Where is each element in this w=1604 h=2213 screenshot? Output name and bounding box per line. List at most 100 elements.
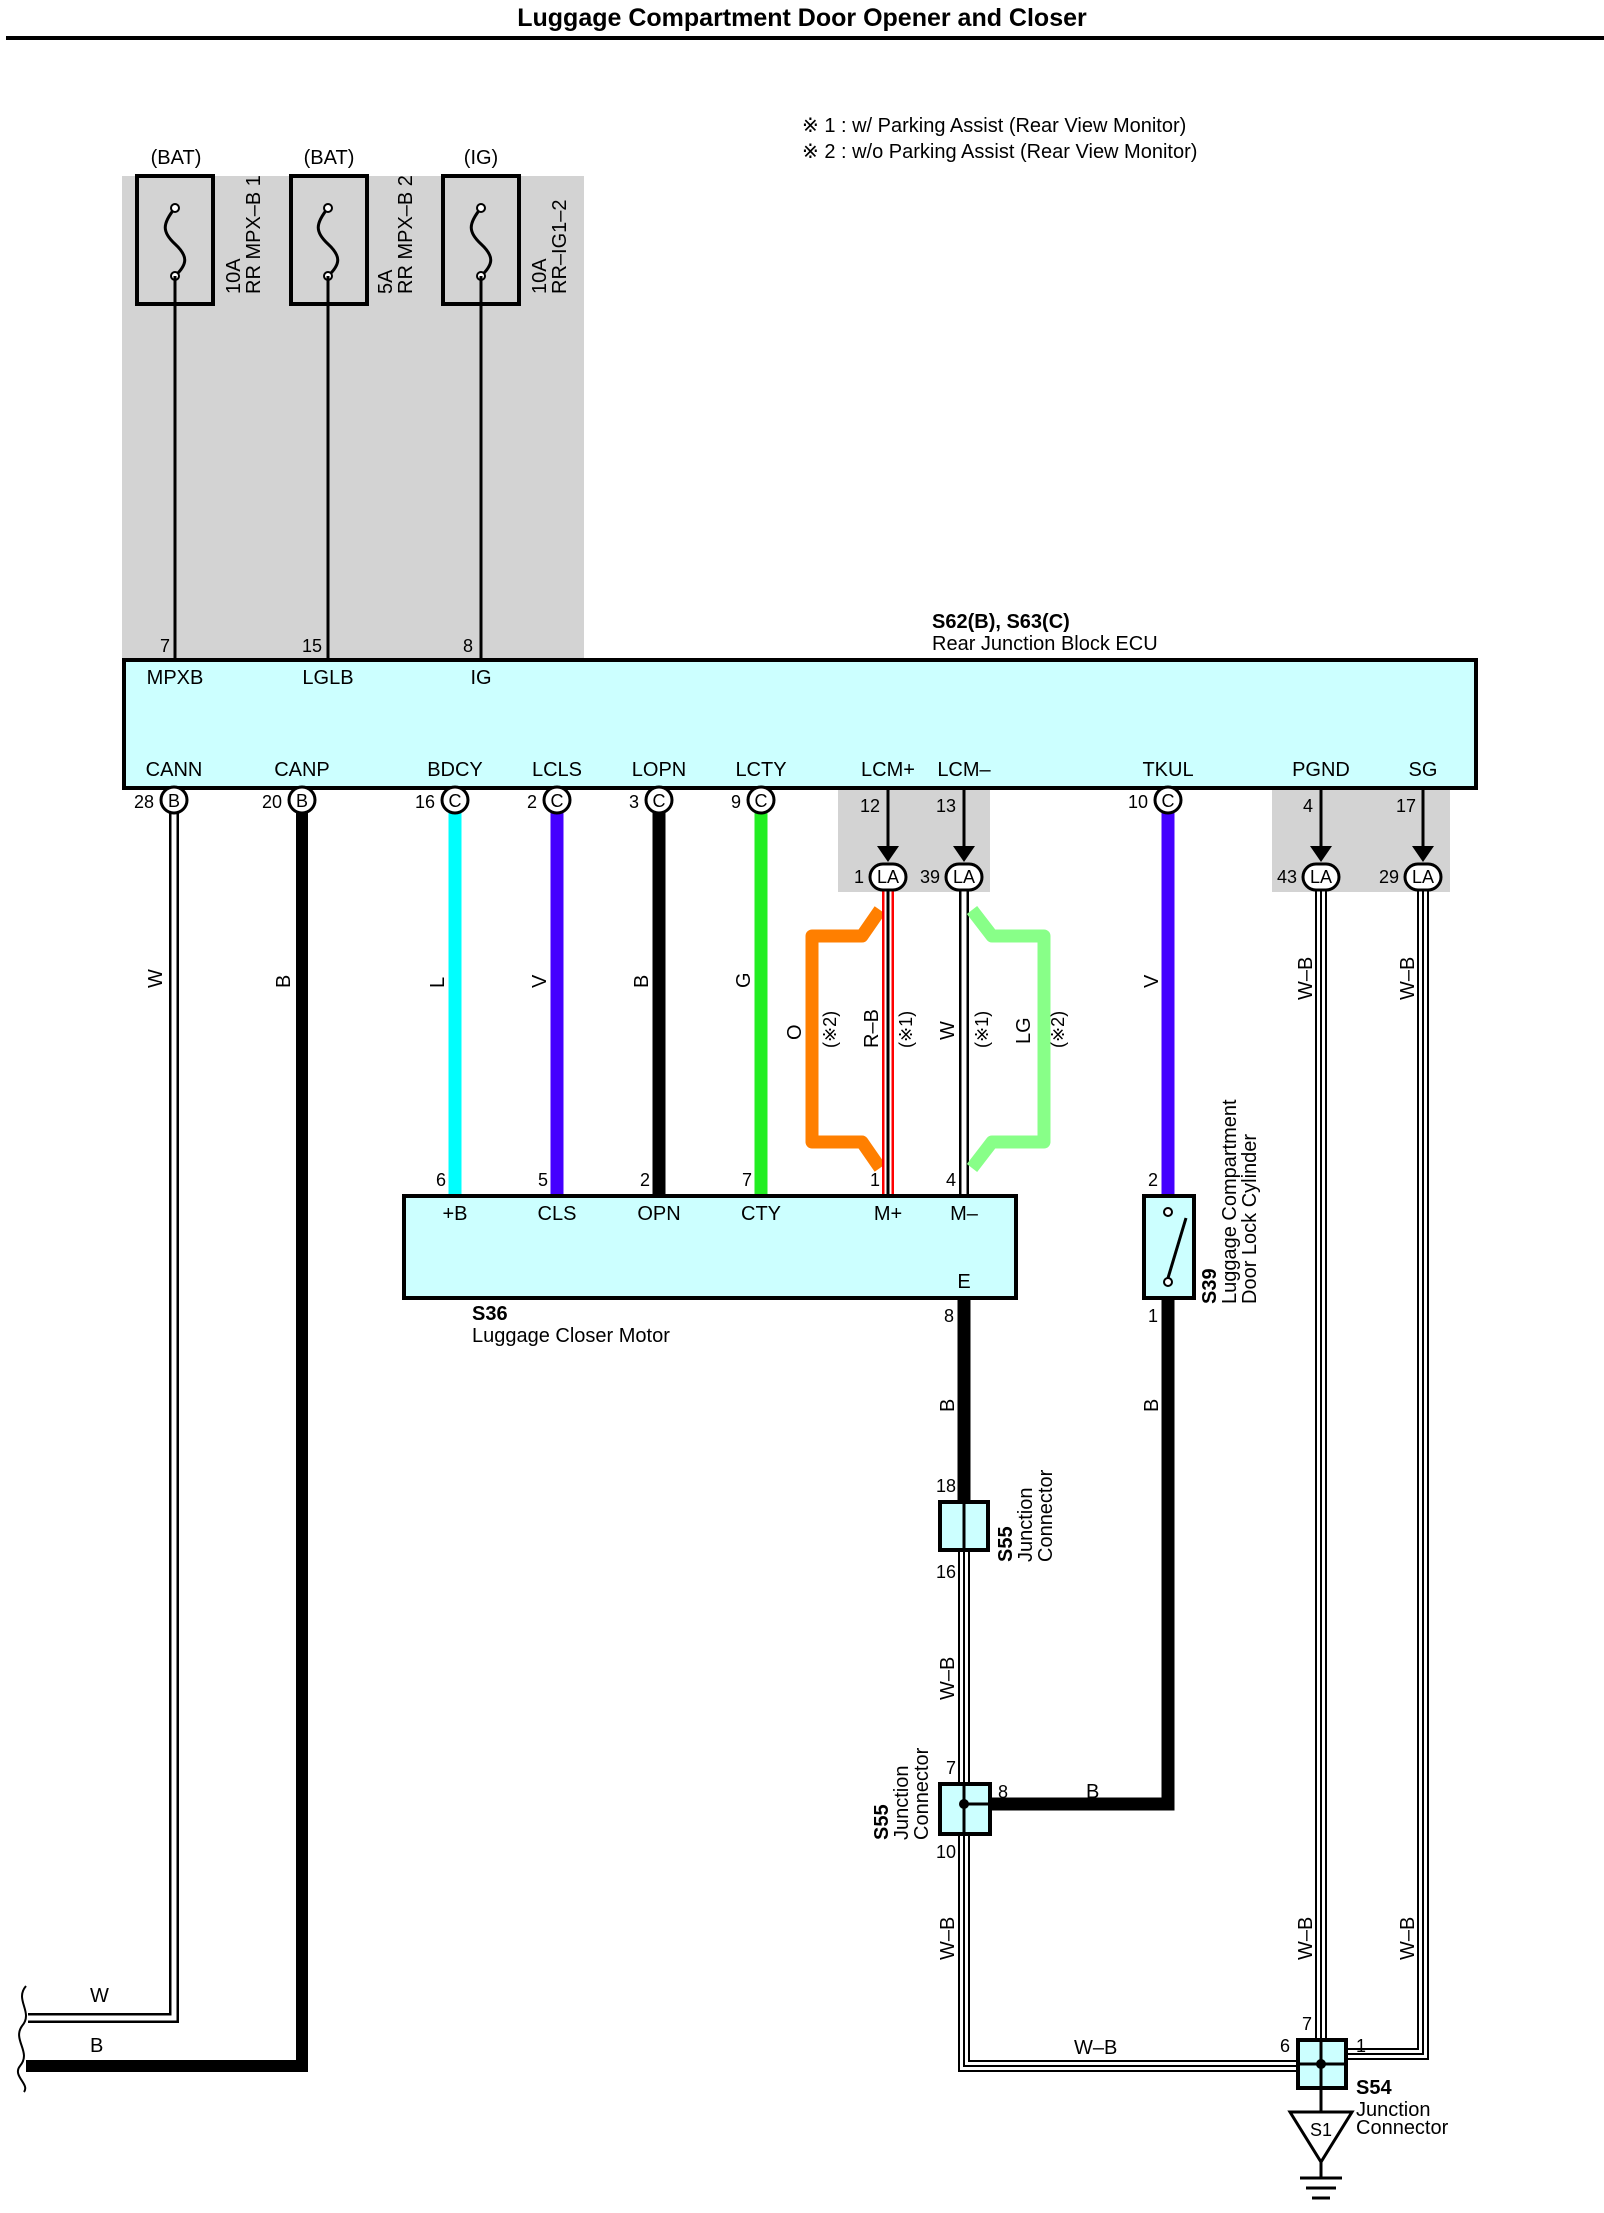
ecu-pin-number: 3	[629, 792, 639, 812]
motor-terminal: CLS	[538, 1203, 577, 1225]
junction-ref: S55	[871, 1804, 893, 1840]
motor-terminal: E	[957, 1271, 970, 1293]
motor-pin-number: 8	[944, 1306, 954, 1326]
ecu-terminal: BDCY	[427, 759, 483, 781]
fuse-rr-mpx-b1: (BAT) 10A RR MPX–B 1 7	[135, 147, 265, 660]
connector-code: B	[168, 791, 180, 811]
ecu-pin-number: 10	[1128, 792, 1148, 812]
arrow-down-icon	[877, 846, 899, 862]
wire-lg	[966, 906, 1051, 1172]
junction-connector-s55-lower: 7 8 10 S55 Junction Connector	[871, 1747, 1008, 1862]
switch-pin-number: 1	[1148, 1306, 1158, 1326]
junction-connector-s55-upper: 18 16 S55 Junction Connector	[936, 1469, 1057, 1582]
connector-code: LA	[1310, 867, 1332, 887]
rear-junction-block-ecu	[122, 658, 1478, 790]
wire-o	[805, 906, 886, 1172]
switch-contact-icon	[1166, 1217, 1188, 1279]
wire-color-label: W–B	[1295, 957, 1317, 1000]
la-pin-number: 43	[1277, 867, 1297, 887]
wire-color-label: B	[273, 975, 295, 988]
ecu-terminal: LOPN	[632, 759, 686, 781]
la-pin-number: 39	[920, 867, 940, 887]
ecu-pin-number: 2	[527, 792, 537, 812]
luggage-closer-motor	[402, 1194, 1018, 1300]
wire-color-label: R–B	[861, 1009, 883, 1048]
switch-pin-number: 2	[1148, 1170, 1158, 1190]
connector-code: B	[296, 791, 308, 811]
fuse-name: RR MPX–B 2	[395, 175, 417, 294]
ecu-terminal: CANP	[274, 759, 330, 781]
fuse-rating: 10A	[223, 258, 245, 294]
wire-color-label: B	[631, 975, 653, 988]
junction-pin-number: 16	[936, 1562, 956, 1582]
ecu-terminal: PGND	[1292, 759, 1350, 781]
ecu-terminal: IG	[470, 667, 491, 689]
wire-color-label: W–B	[1397, 1917, 1419, 1960]
junction-pin-number: 7	[946, 1758, 956, 1778]
motor-name: Luggage Closer Motor	[472, 1325, 670, 1347]
junction-name: Junction	[1356, 2099, 1431, 2121]
ecu-pin-number: 8	[463, 636, 473, 656]
fuse-supply-label: (BAT)	[304, 147, 355, 169]
connector-marker-c: C	[440, 785, 470, 815]
wire-color-label: V	[529, 974, 551, 988]
motor-pin-number: 4	[946, 1170, 956, 1190]
ground-s1: S1	[1287, 2088, 1355, 2200]
connector-marker-c: C	[1153, 785, 1183, 815]
ecu-pin-number: 4	[1303, 796, 1313, 816]
ecu-pin-number: 13	[936, 796, 956, 816]
switch-name: Luggage Compartment	[1219, 1099, 1241, 1304]
wire-color-label: W	[937, 1021, 959, 1040]
ecu-pin-number: 28	[134, 792, 154, 812]
connector-code: C	[449, 791, 462, 811]
variant-note: (※1)	[972, 1011, 992, 1048]
connector-code: C	[755, 791, 768, 811]
wire-color-label: W–B	[1074, 2037, 1117, 2059]
wire-color-label: W–B	[937, 1917, 959, 1960]
junction-connector-s54: 7 6 1 S54 Junction Connector	[1280, 2014, 1449, 2139]
wire-switch-b	[990, 1298, 1175, 1811]
junction-name: Connector	[1356, 2117, 1449, 2139]
wire-color-label: B	[937, 1399, 959, 1412]
fuse-panel-shade	[122, 176, 584, 660]
variant-note: (※2)	[820, 1011, 840, 1048]
wire-color-label: O	[784, 1024, 806, 1040]
ecu-terminal: LCLS	[532, 759, 582, 781]
wire-cann-w	[28, 800, 179, 2023]
la-connector: LA 39	[920, 862, 984, 892]
connector-marker-c: C	[542, 785, 572, 815]
ecu-terminal: SG	[1409, 759, 1438, 781]
ground-label: S1	[1310, 2120, 1332, 2140]
motor-ref: S36	[472, 1303, 508, 1325]
la-connector: LA 43	[1277, 862, 1341, 892]
variant-note: (※2)	[1048, 1011, 1068, 1048]
connector-code: C	[653, 791, 666, 811]
note-1: ※ 1 : w/ Parking Assist (Rear View Monit…	[802, 115, 1186, 137]
motor-terminal: CTY	[741, 1203, 781, 1225]
junction-name: Junction	[1015, 1488, 1037, 1563]
fuse-rating: 10A	[529, 258, 551, 294]
motor-pin-number: 1	[870, 1170, 880, 1190]
ecu-pin-number: 16	[415, 792, 435, 812]
arrow-down-icon	[1310, 846, 1332, 862]
ecu-terminal: LCM+	[861, 759, 915, 781]
fuse-icon	[469, 207, 493, 278]
wire-color-label: G	[733, 972, 755, 988]
ecu-pin-number: 7	[160, 636, 170, 656]
wire-s55b-bus-wb	[958, 1832, 1296, 2072]
junction-pin-number: 7	[1302, 2014, 1312, 2034]
variant-note: (※1)	[896, 1011, 916, 1048]
switch-name: Door Lock Cylinder	[1239, 1134, 1261, 1304]
wire-color-label: B	[1086, 1781, 1099, 1803]
junction-pin-number: 10	[936, 1842, 956, 1862]
wire-canp-b	[26, 800, 308, 2072]
junction-name: Connector	[1035, 1469, 1057, 1562]
motor-terminal: OPN	[637, 1203, 680, 1225]
wire-color-label: B	[1141, 1399, 1163, 1412]
break-mark	[17, 1985, 27, 2093]
junction-name: Junction	[891, 1766, 913, 1841]
connector-code: LA	[1412, 867, 1434, 887]
fuse-supply-label: (IG)	[464, 147, 498, 169]
fuse-rr-mpx-b2: (BAT) 5A RR MPX–B 2 15	[289, 147, 417, 660]
junction-pin-number: 18	[936, 1476, 956, 1496]
